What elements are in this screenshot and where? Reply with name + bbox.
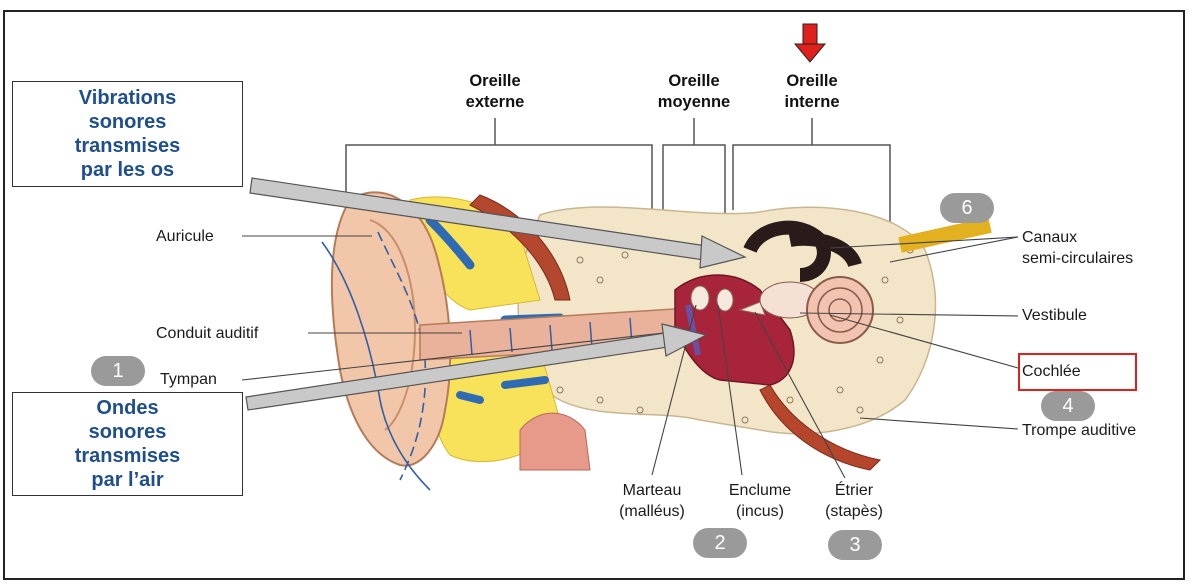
section-inner-ear: Oreille interne [760,71,864,113]
label-marteau-line1: Marteau [602,480,702,501]
bone-box-line2: sonores [13,110,242,134]
blue-vessel-3 [505,380,545,385]
label-etrier: Étrier (stapès) [806,480,902,522]
label-canaux-line2: semi-circulaires [1022,248,1133,269]
cochlee-highlight-box [1018,353,1137,391]
badge-4: 4 [1041,391,1095,421]
label-vestibule: Vestibule [1022,305,1087,326]
air-conduction-box: Ondes sonores transmises par l’air [12,392,243,496]
air-box-line1: Ondes [13,396,242,420]
section-middle-line2: moyenne [638,92,750,113]
section-external-ear: Oreille externe [440,71,550,113]
malleus-shape [691,286,709,310]
label-canaux-line1: Canaux [1022,227,1133,248]
auditory-nerve [900,225,990,245]
section-inner-line2: interne [760,92,864,113]
bone-conduction-box: Vibrations sonores transmises par les os [12,81,243,187]
label-conduit-auditif: Conduit auditif [156,323,258,344]
label-canaux: Canaux semi-circulaires [1022,227,1133,269]
section-inner-line1: Oreille [760,71,864,92]
bone-box-line3: transmises [13,134,242,158]
label-trompe-auditive: Trompe auditive [1022,420,1136,441]
label-enclume: Enclume (incus) [708,480,812,522]
blue-vessel-4 [460,395,480,400]
section-external-line2: externe [440,92,550,113]
label-marteau-line2: (malléus) [602,501,702,522]
bone-box-line1: Vibrations [13,86,242,110]
label-enclume-line2: (incus) [708,501,812,522]
section-middle-ear: Oreille moyenne [638,71,750,113]
bone-box-line4: par les os [13,158,242,182]
label-enclume-line1: Enclume [708,480,812,501]
label-marteau: Marteau (malléus) [602,480,702,522]
badge-1: 1 [91,356,145,386]
section-external-line1: Oreille [440,71,550,92]
label-etrier-line2: (stapès) [806,501,902,522]
air-box-line2: sonores [13,420,242,444]
badge-6: 6 [940,193,994,223]
label-etrier-line1: Étrier [806,480,902,501]
incus-shape [717,289,733,311]
cochlea-shape [807,277,873,343]
red-down-arrow-icon [795,24,825,62]
air-box-line4: par l’air [13,468,242,492]
section-middle-line1: Oreille [638,71,750,92]
badge-3: 3 [828,530,882,560]
label-tympan: Tympan [160,369,217,390]
air-box-line3: transmises [13,444,242,468]
badge-2: 2 [693,528,747,558]
label-auricule: Auricule [156,226,214,247]
